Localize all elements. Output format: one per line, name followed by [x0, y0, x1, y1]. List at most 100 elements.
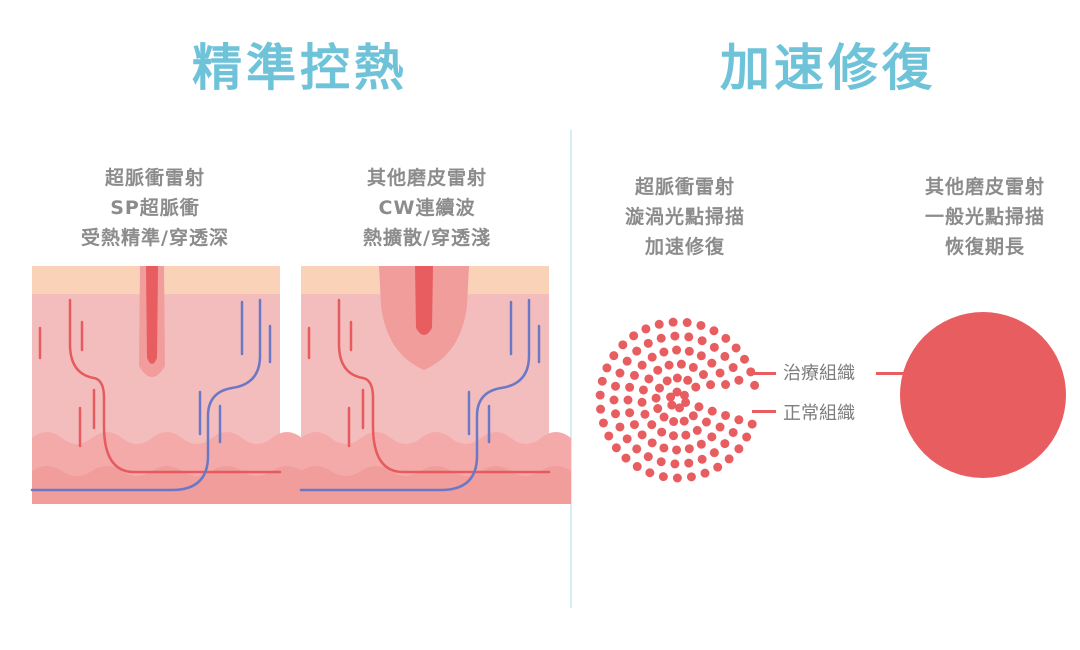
- caption-line: 加速修復: [644, 236, 725, 258]
- spiral-dot: [675, 403, 684, 413]
- caption-line: 漩渦光點掃描: [624, 206, 745, 228]
- spiral-dot: [670, 459, 680, 469]
- spiral-dot: [621, 453, 631, 463]
- solid-laser-spot: [900, 312, 1066, 478]
- spiral-dot: [750, 380, 760, 390]
- caption-normal-scan: 其他磨皮雷射 一般光點掃描 恢復期長: [855, 172, 1080, 262]
- spiral-dot: [709, 448, 719, 458]
- spiral-dot: [740, 354, 750, 364]
- spiral-dot: [676, 359, 686, 369]
- spiral-dot: [647, 438, 657, 448]
- caption-cw-laser: 其他磨皮雷射 CW連續波 熱擴散/穿透淺: [292, 163, 562, 253]
- laser-beam: [146, 266, 158, 364]
- spiral-dot: [672, 473, 682, 483]
- spiral-dot: [597, 376, 607, 386]
- spiral-dot: [668, 431, 678, 441]
- spiral-dot: [688, 411, 698, 421]
- spiral-dot: [686, 472, 696, 482]
- spiral-dot: [659, 412, 669, 422]
- spiral-dot: [653, 404, 663, 414]
- spiral-dot: [672, 373, 682, 383]
- spiral-dot: [721, 380, 731, 390]
- spiral-dot: [747, 419, 757, 429]
- spiral-dot: [667, 400, 677, 410]
- spiral-dot: [645, 468, 655, 478]
- spiral-dot: [713, 462, 723, 472]
- section-divider: [570, 130, 572, 608]
- spiral-dot: [672, 345, 682, 355]
- spiral-dot: [696, 320, 706, 330]
- caption-line: 受熱精準/穿透深: [81, 227, 229, 249]
- spiral-dot: [637, 360, 647, 370]
- spiral-dot: [668, 317, 678, 327]
- spiral-dot: [604, 431, 614, 441]
- leader-line-treated: [752, 372, 776, 375]
- spiral-dot: [615, 422, 625, 432]
- spiral-dot: [707, 432, 717, 442]
- spiral-dot: [654, 383, 664, 393]
- spiral-dot: [629, 370, 639, 380]
- spiral-dot: [734, 444, 744, 454]
- spiral-dot: [659, 443, 669, 453]
- artery: [337, 298, 551, 474]
- spiral-dot: [731, 343, 741, 353]
- spiral-dot: [643, 452, 653, 462]
- vein: [299, 298, 531, 492]
- spiral-dot: [656, 333, 666, 343]
- spiral-dot: [700, 468, 710, 478]
- caption-line: 一般光點掃描: [924, 206, 1045, 228]
- spiral-dot: [684, 458, 694, 468]
- spiral-dot: [629, 420, 639, 430]
- spiral-dot: [640, 409, 650, 419]
- spiral-dot: [644, 374, 654, 384]
- spiral-dot: [696, 439, 706, 449]
- spiral-dot: [672, 445, 682, 455]
- spiral-dot: [664, 360, 674, 370]
- spiral-dot: [697, 336, 707, 346]
- spiral-dot: [641, 324, 651, 334]
- spiral-dot: [595, 390, 605, 400]
- spiral-dot: [694, 402, 704, 412]
- spiral-dot: [697, 454, 707, 464]
- skin-cross-section-sp: [30, 266, 302, 504]
- spiral-dot: [637, 397, 647, 407]
- spiral-dot: [657, 427, 667, 437]
- artery: [68, 298, 282, 474]
- spiral-dot: [670, 331, 680, 341]
- laser-beam: [415, 266, 433, 335]
- spiral-dot: [692, 425, 702, 435]
- spiral-dot: [632, 444, 642, 454]
- caption-line: CW連續波: [378, 197, 476, 219]
- deep-tissue-wave: [32, 466, 302, 504]
- spiral-dot: [715, 422, 725, 432]
- skin-cross-section-cw: [299, 266, 571, 504]
- caption-spiral-scan: 超脈衝雷射 漩渦光點掃描 加速修復: [555, 172, 815, 262]
- spiral-dot: [721, 333, 731, 343]
- spiral-dot: [629, 331, 639, 341]
- spiral-dot: [681, 397, 691, 407]
- spiral-dot: [707, 406, 717, 416]
- spiral-dot: [625, 382, 635, 392]
- spiral-dot: [596, 404, 606, 414]
- vein: [30, 298, 262, 492]
- caption-line: 其他磨皮雷射: [366, 167, 487, 189]
- spiral-dot: [602, 363, 612, 373]
- caption-line: 其他磨皮雷射: [924, 176, 1045, 198]
- spiral-dot: [647, 420, 657, 430]
- caption-line: 恢復期長: [944, 236, 1025, 258]
- spiral-dot: [666, 392, 676, 402]
- spiral-dot: [734, 415, 744, 425]
- spiral-dot: [684, 332, 694, 342]
- spiral-dot: [658, 472, 668, 482]
- spiral-dot: [734, 375, 744, 385]
- caption-line: 超脈衝雷射: [104, 167, 205, 189]
- spiral-dot: [682, 318, 692, 328]
- spiral-dot: [728, 363, 738, 373]
- spiral-dot: [709, 342, 719, 352]
- spiral-dot: [684, 346, 694, 356]
- spiral-dot: [662, 376, 672, 386]
- label-normal-tissue: 正常組織: [783, 403, 855, 424]
- spiral-dot: [637, 430, 647, 440]
- spiral-dot: [638, 385, 648, 395]
- spiral-dot: [679, 416, 689, 426]
